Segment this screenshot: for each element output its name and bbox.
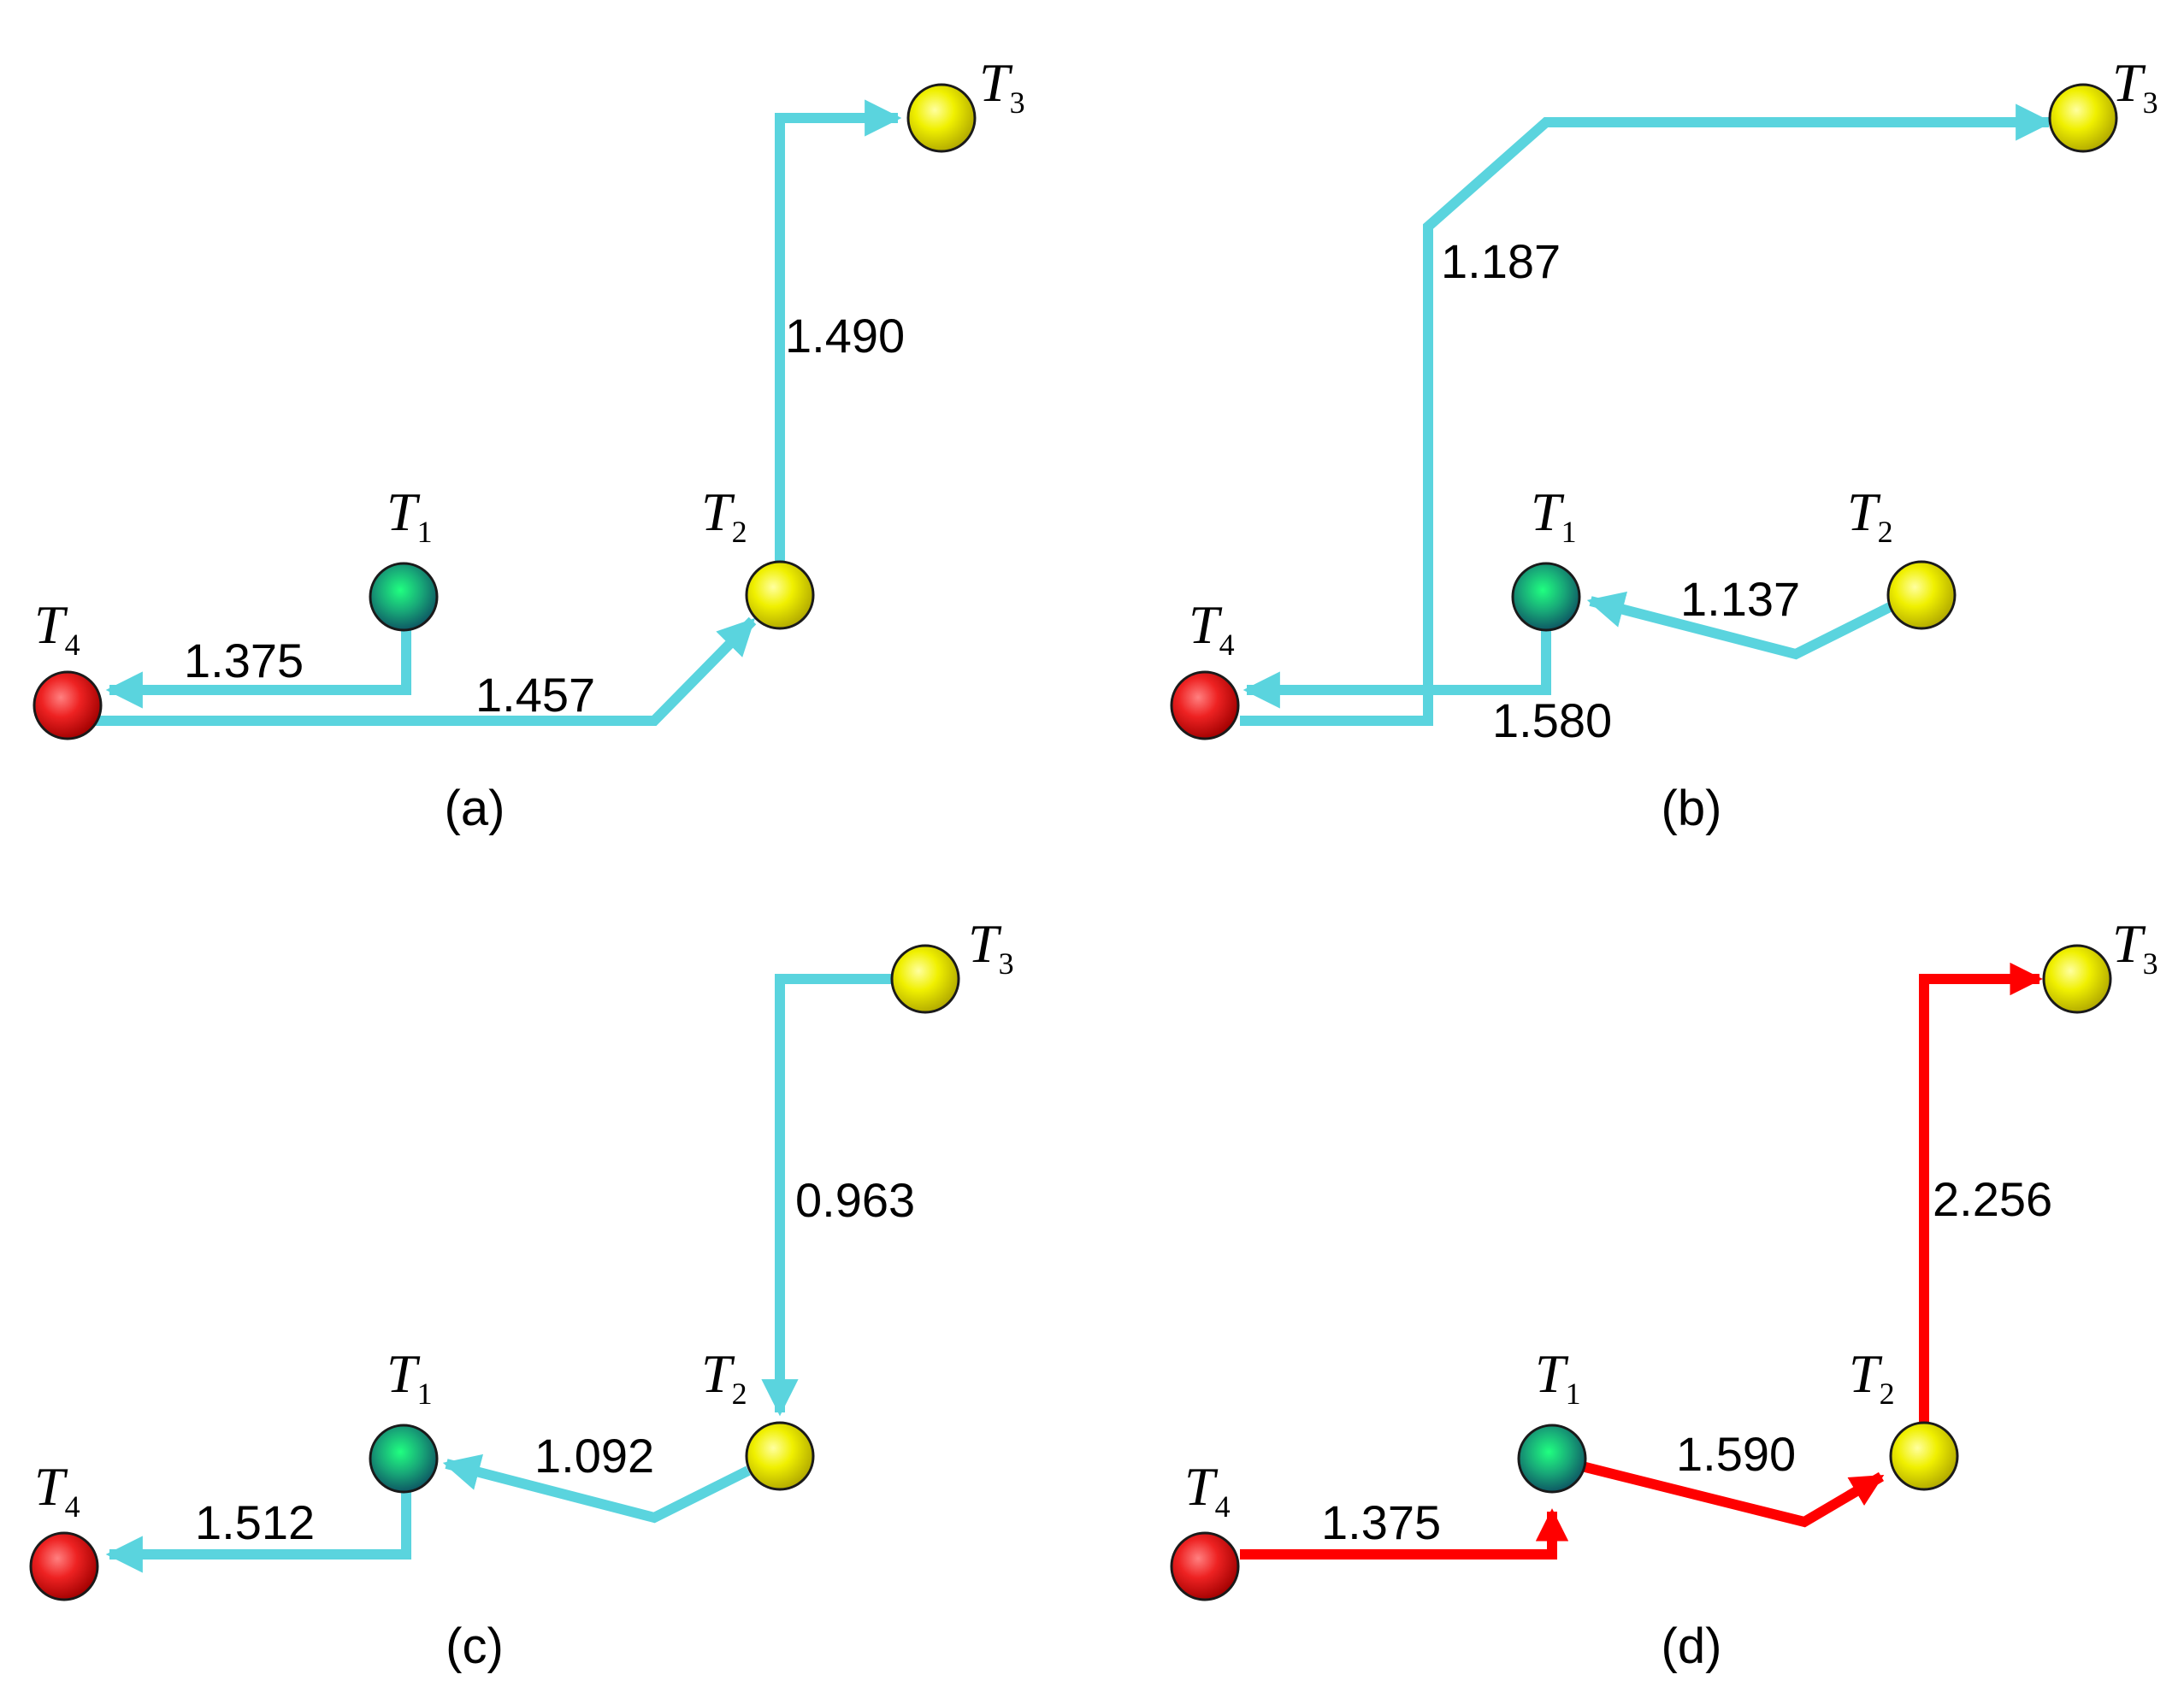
node-label-t4: T4: [34, 1456, 80, 1524]
edge-t2-t1: [442, 1453, 751, 1524]
edge-t2-t3: [775, 99, 902, 564]
edge-weight-label: 1.580: [1492, 693, 1612, 747]
node-label-t4: T4: [34, 594, 80, 662]
panel-caption: (d): [1662, 1619, 1722, 1674]
edge-t2-t3: [1919, 962, 2043, 1424]
edge-t4-t1: [1240, 1508, 1569, 1560]
edge-t1-t4: [105, 1492, 411, 1573]
edge-weight-label: 1.375: [184, 634, 304, 687]
edge-t4-t2: [68, 616, 757, 726]
edge-t4-t3: [1240, 103, 2053, 726]
node-label-t3: T3: [2112, 52, 2158, 120]
edge-weight-label: 1.375: [1321, 1495, 1441, 1549]
node-label-t2: T2: [1847, 481, 1893, 549]
edge-weight-label: 1.457: [475, 668, 595, 722]
node-label-t4: T4: [1189, 594, 1235, 662]
node-t2: [745, 560, 815, 630]
node-t3: [2048, 83, 2118, 153]
panel-c: 0.963 1.092 1.512 T1 T2 T3 T4 (c): [29, 913, 1014, 1674]
node-t4: [1170, 670, 1240, 740]
node-label-t3: T3: [2112, 913, 2158, 981]
node-label-t1: T1: [387, 1343, 433, 1411]
edge-t3-t2: [761, 974, 894, 1417]
node-t2: [1886, 560, 1957, 630]
panel-a: 1.375 1.457 1.490 T1 T2 T3 T4 (a): [32, 52, 1025, 836]
node-t4: [32, 670, 103, 740]
panel-caption: (c): [446, 1619, 504, 1674]
panel-b: 1.187 1.137 1.580 T1 T2 T3 T4 (b): [1170, 52, 2158, 836]
node-label-t2: T2: [701, 1343, 747, 1411]
edge-weight-label: 0.963: [795, 1173, 915, 1227]
edge-weight-label: 1.590: [1676, 1427, 1796, 1481]
node-t1: [1511, 562, 1581, 632]
node-t4: [1170, 1531, 1240, 1601]
edge-weight-label: 1.092: [534, 1429, 654, 1483]
node-t3: [906, 83, 977, 153]
panel-caption: (a): [445, 781, 505, 836]
node-label-t2: T2: [701, 481, 747, 549]
edge-weight-label: 1.137: [1680, 572, 1800, 626]
node-label-t1: T1: [1531, 481, 1577, 549]
node-t4: [29, 1531, 99, 1601]
node-t1: [369, 562, 439, 632]
panel-caption: (b): [1662, 781, 1722, 836]
node-t1: [369, 1424, 439, 1494]
node-label-t1: T1: [1535, 1343, 1581, 1411]
edge-t1-t2: [1580, 1461, 1885, 1528]
node-t3: [2042, 944, 2112, 1014]
node-t3: [890, 944, 960, 1014]
panel-d: 1.375 1.590 2.256 T1 T2 T3 T4 (d): [1170, 913, 2158, 1674]
edge-weight-label: 1.490: [785, 309, 905, 363]
node-label-t4: T4: [1184, 1456, 1231, 1524]
edge-weight-label: 2.256: [1933, 1172, 2052, 1226]
edge-weight-label: 1.187: [1441, 234, 1561, 288]
edge-weight-label: 1.512: [195, 1495, 315, 1549]
node-t2: [745, 1421, 815, 1491]
edge-t1-t4: [1243, 630, 1551, 709]
node-t2: [1889, 1421, 1959, 1491]
node-label-t1: T1: [387, 481, 433, 549]
node-label-t2: T2: [1849, 1343, 1895, 1411]
edge-t1-t4: [105, 630, 411, 709]
node-label-t3: T3: [979, 52, 1025, 120]
node-label-t3: T3: [968, 913, 1014, 981]
edge-t2-t1: [1586, 591, 1892, 660]
node-t1: [1517, 1424, 1587, 1494]
